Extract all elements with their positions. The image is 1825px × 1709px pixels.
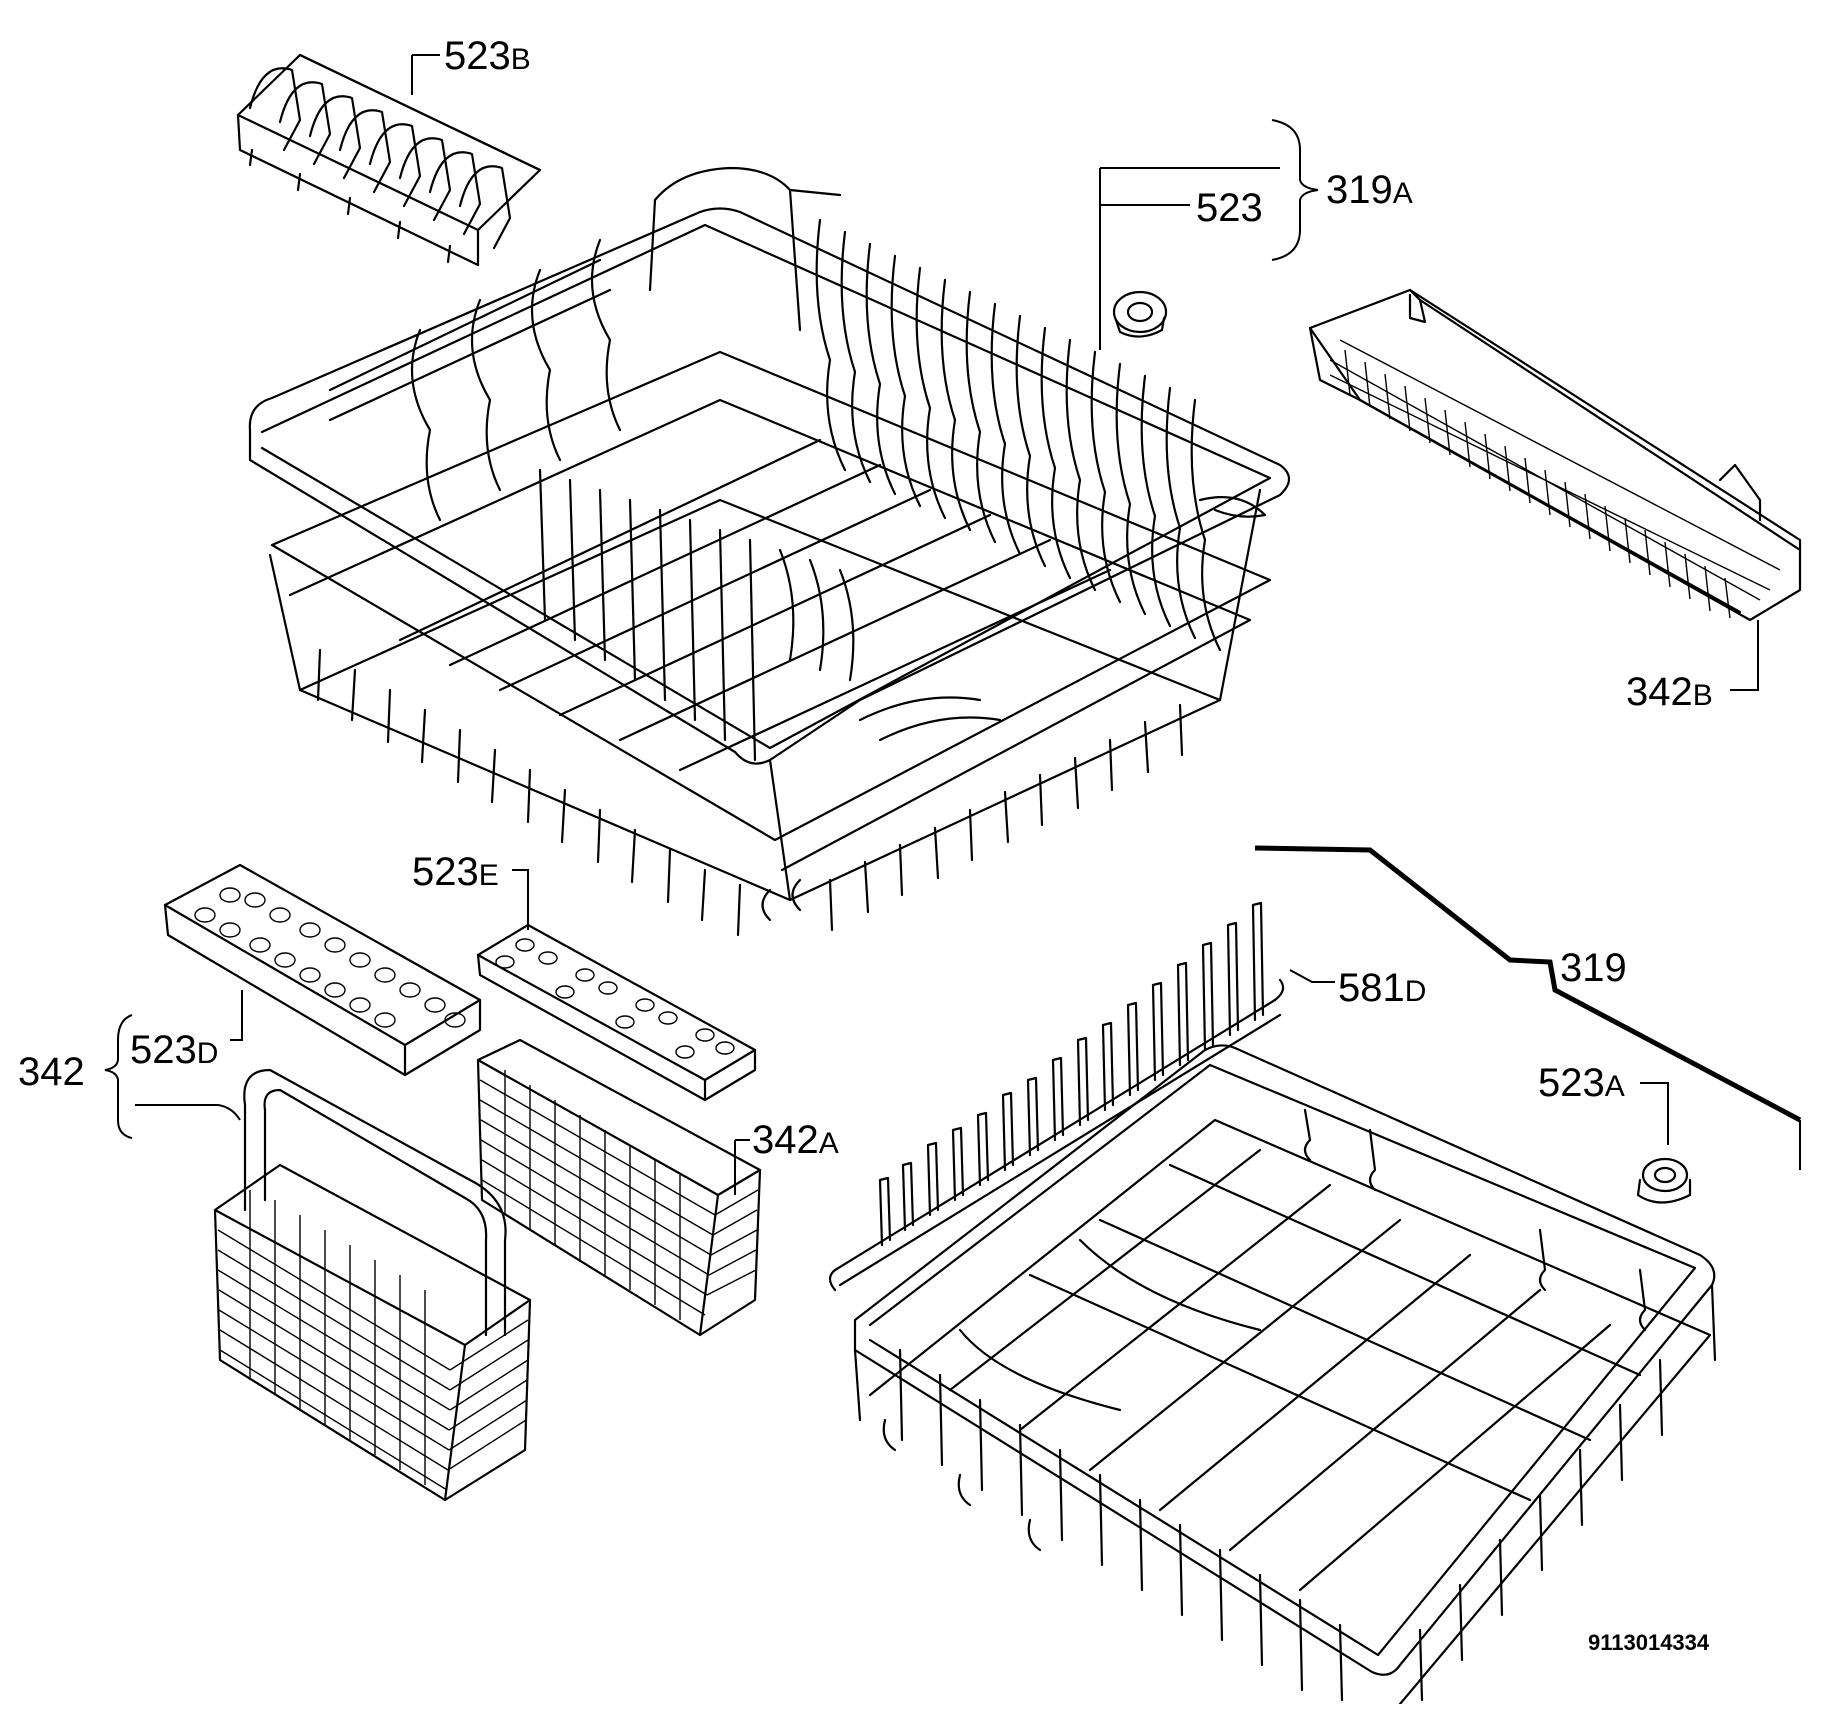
upper-basket [248,166,1291,937]
part-number: 9113014334 [1588,1630,1710,1655]
wheel-523 [1112,290,1168,338]
label-581d: 581D [1338,966,1427,1010]
label-319: 319 [1560,946,1627,990]
label-523b: 523B [444,34,531,78]
wheel-523a [1636,1157,1692,1204]
leader-523a [1640,1082,1669,1145]
label-523a: 523A [1538,1061,1625,1105]
cup-rack-523b [236,53,542,267]
cutlery-insert-523e [476,923,757,1102]
label-342: 342 [18,1050,85,1094]
leader-342b [1730,620,1759,691]
label-319a: 319A [1326,168,1413,212]
cutlery-insert-523d [163,863,482,1077]
leader-523e [512,869,529,930]
label-342a: 342A [752,1118,839,1162]
rail-319 [1254,845,1802,1123]
label-523e: 523E [412,850,499,894]
leader-342-basket [135,1104,241,1121]
cutlery-basket-342 [213,1068,532,1502]
tine-row-581d [828,901,1285,1292]
brace-319a [1271,119,1319,261]
cutlery-basket-342a [476,1038,762,1337]
label-523: 523 [1196,186,1263,230]
brace-342 [104,1014,133,1139]
lower-basket [853,1044,1717,1709]
label-523d: 523D [130,1028,219,1072]
leader-581d [1289,969,1335,983]
leader-342a [734,1139,750,1195]
label-342b: 342B [1626,670,1713,714]
leader-523d [230,990,243,1041]
side-basket-342b [1308,288,1802,622]
